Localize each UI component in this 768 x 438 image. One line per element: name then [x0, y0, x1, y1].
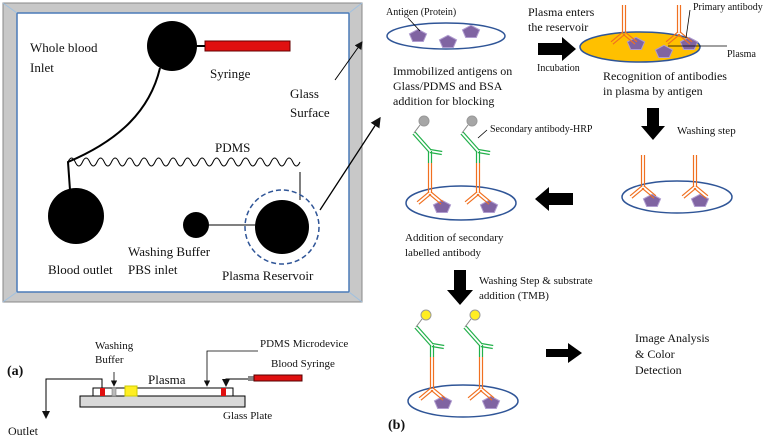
arrow-down-2	[447, 270, 473, 305]
step4-text-2: addition (TMB)	[479, 290, 549, 302]
antibody-chain	[413, 134, 429, 152]
label-plasma-reservoir: Plasma Reservoir	[222, 268, 314, 283]
label-blood-syringe: Blood Syringe	[271, 358, 335, 370]
step4-text-1: Washing Step & substrate	[479, 275, 593, 287]
label-inlet: Inlet	[30, 60, 54, 75]
final-text-3: Detection	[635, 363, 682, 377]
syringe	[205, 41, 290, 51]
step3-text-2: labelled antibody	[405, 247, 482, 259]
panel-b-label: (b)	[388, 418, 405, 433]
step1-text-1: Immobilized antigens on	[393, 64, 512, 78]
step3-text-1: Addition of secondary	[405, 232, 504, 244]
antibody-chain	[461, 134, 477, 152]
hrp-icon	[419, 116, 429, 126]
label-plasma-side: Plasma	[148, 372, 186, 387]
label-blood-outlet: Blood outlet	[48, 262, 113, 277]
label-glass: Glass	[290, 86, 319, 101]
label-plasma: Plasma	[727, 49, 756, 60]
label-buffer: Buffer	[95, 354, 124, 366]
tmb-icon	[421, 310, 431, 320]
linker	[414, 125, 420, 133]
label-outlet: Outlet	[8, 424, 39, 438]
antibody-chain	[415, 328, 431, 346]
plasma-reservoir	[255, 200, 309, 254]
antibody-chain	[417, 326, 433, 344]
substrate-washed	[622, 181, 732, 213]
whole-blood-inlet	[147, 21, 197, 71]
step1-text-2: Glass/PDMS and BSA	[393, 79, 503, 93]
label-washing-step: Washing step	[677, 125, 736, 137]
step1-text-3: addition for blocking	[393, 94, 494, 108]
microchip-side-view: Washing Buffer (a) Plasma PDMS Microdevi…	[7, 338, 348, 438]
arrow-right-2	[546, 343, 582, 363]
label-the-reservoir: the reservoir	[528, 20, 588, 34]
microchip-top-view: Whole blood Inlet Syringe Glass Surface …	[3, 3, 380, 302]
antibody-chain	[415, 132, 431, 150]
arrow-left-1	[535, 187, 573, 211]
linker	[416, 319, 422, 327]
arrow-right-1	[538, 37, 576, 61]
linker	[465, 319, 471, 327]
arrow-down-1	[641, 108, 665, 140]
label-secondary-antibody: Secondary antibody-HRP	[490, 124, 593, 135]
linker	[462, 125, 468, 133]
final-text-2: & Color	[635, 347, 675, 361]
elisa-process: Antigen (Protein) Plasma enters the rese…	[386, 2, 763, 433]
tmb-icon	[470, 310, 480, 320]
blood-outlet	[48, 188, 104, 244]
label-whole-blood: Whole blood	[30, 40, 98, 55]
final-text-1: Image Analysis	[635, 331, 710, 345]
secondary-antibody-icon	[413, 116, 442, 163]
washing-buffer-inlet	[183, 212, 209, 238]
label-primary-antibody: Primary antibody	[693, 2, 763, 13]
secondary-antibody-icon	[464, 310, 493, 357]
label-incubation: Incubation	[537, 63, 580, 74]
antibody-chain	[464, 328, 480, 346]
label-pdms-microdevice: PDMS Microdevice	[260, 338, 348, 350]
substrate-tmb	[408, 385, 518, 417]
antibody-chain	[463, 132, 479, 150]
label-washing-buffer: Washing Buffer	[128, 244, 211, 259]
label-antigen: Antigen (Protein)	[386, 7, 456, 18]
label-glass-plate: Glass Plate	[223, 410, 272, 422]
hrp-icon	[467, 116, 477, 126]
step2-text-2: in plasma by antigen	[603, 84, 703, 98]
label-pdms: PDMS	[215, 140, 250, 155]
step2-text-1: Recognition of antibodies	[603, 69, 727, 83]
label-washing: Washing	[95, 340, 134, 352]
secondary-antibody-icon	[415, 310, 444, 357]
antibody-chain	[466, 326, 482, 344]
label-plasma-enters: Plasma enters	[528, 5, 595, 19]
label-pbs-inlet: PBS inlet	[128, 262, 178, 277]
substrate-secondary	[406, 186, 516, 220]
label-syringe: Syringe	[210, 66, 251, 81]
panel-a-label: (a)	[7, 364, 24, 379]
label-surface: Surface	[290, 105, 330, 120]
secondary-antibody-icon	[461, 116, 490, 163]
